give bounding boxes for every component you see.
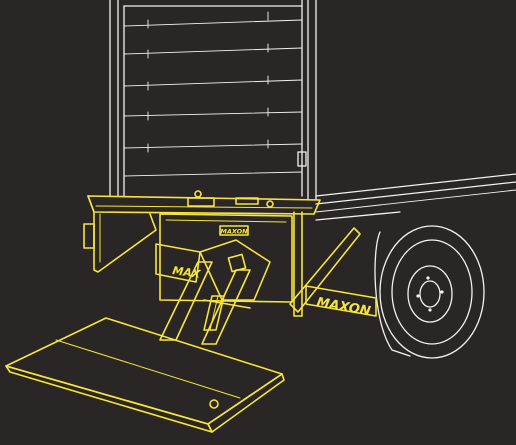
platform-edge <box>5 365 213 433</box>
liftgate-assembly: MAXON MAX MAXON <box>5 190 377 433</box>
pump-housing <box>199 239 271 301</box>
arm-brand-label: MAXON <box>315 295 371 319</box>
control-switches <box>187 190 274 208</box>
liftgate-platform <box>5 317 283 425</box>
right-arm-plate <box>305 285 377 317</box>
brand-plate <box>219 225 249 236</box>
door-hinges <box>147 11 269 153</box>
truck-rear-door <box>109 0 317 201</box>
platform-brand-label: MAX <box>172 264 202 281</box>
hydraulic-cylinder <box>203 295 225 331</box>
frame-box <box>159 213 293 303</box>
plate-brand-label: MAXON <box>220 228 248 236</box>
rear-wheel <box>374 225 485 359</box>
left-arm-plate <box>155 243 201 283</box>
door-handle <box>297 151 307 167</box>
truck-side-panel <box>315 173 516 221</box>
left-bracket <box>87 195 157 273</box>
right-strut <box>289 227 361 313</box>
right-upright <box>293 211 303 317</box>
platform-hinge <box>209 399 219 409</box>
